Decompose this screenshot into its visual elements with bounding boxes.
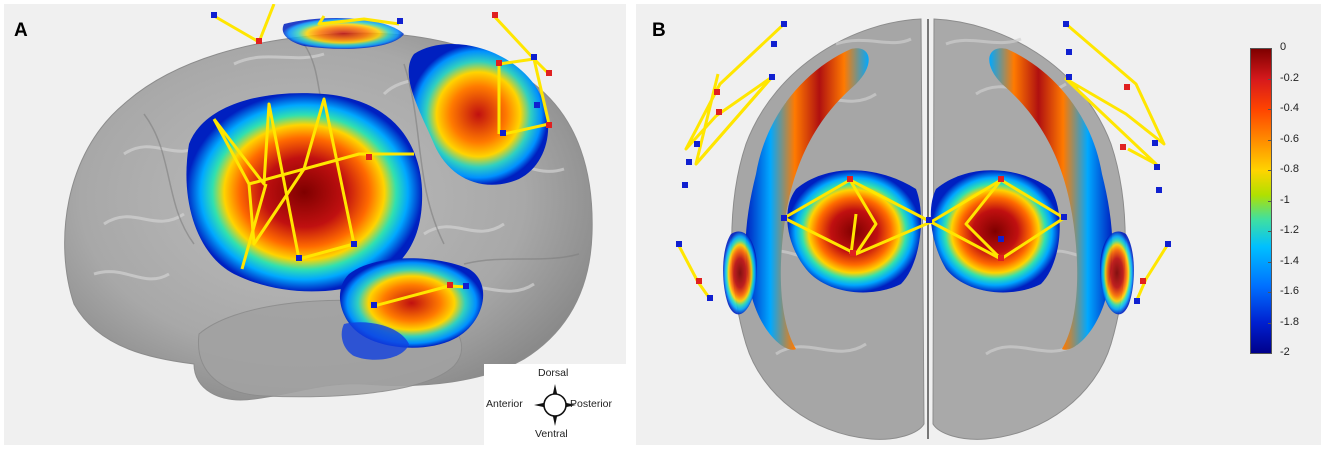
colorbar-tick-mark (1268, 200, 1272, 202)
activation-region-parietal (408, 44, 549, 185)
connectivity-nodes-a (211, 12, 552, 308)
activation-region-lower-left (723, 231, 757, 315)
activation-region-central (186, 93, 423, 292)
posterior-brain-figure (676, 18, 1171, 440)
colorbar-tick-mark (1268, 139, 1272, 141)
connectivity-nodes-b (676, 21, 1171, 304)
colorbar-tick-label: 0 (1280, 41, 1287, 53)
colorbar-tick-mark (1268, 231, 1272, 232)
colorbar-tick-mark (1268, 48, 1272, 49)
activation-region-superior (282, 18, 404, 49)
compass-icon (534, 384, 576, 426)
colorbar-tick-mark (1268, 78, 1272, 80)
colorbar-tick-mark (1268, 353, 1272, 354)
colorbar-tick-mark (1268, 261, 1272, 263)
orientation-dorsal: Dorsal (538, 367, 569, 379)
colorbar-tick-label: -0.2 (1280, 71, 1299, 84)
lateral-brain-figure (64, 4, 593, 401)
colorbar-tick-mark (1268, 292, 1272, 293)
panel-b-posterior-view: B 0 -0.2 -0.4 -0.6 -0.8 -1 -1.2 -1.4 -1.6 -1.8 -2 (636, 4, 1321, 445)
colorbar-tick-mark (1268, 322, 1272, 324)
colorbar-tick-label: -2 (1280, 346, 1290, 358)
colorbar-tick-label: -0.8 (1280, 163, 1299, 175)
colorbar-tick-mark (1268, 170, 1272, 171)
colorbar-tick-mark (1268, 109, 1272, 110)
orientation-legend: Dorsal Anterior Posterior Ventral (484, 364, 626, 446)
orientation-posterior: Posterior (570, 398, 613, 410)
sulci-lines (143, 43, 580, 265)
panel-label-b: B (652, 20, 666, 41)
panel-label-a: A (14, 20, 28, 41)
colorbar-tick-label: -1.2 (1280, 224, 1299, 236)
colorbar-tick-label: -0.6 (1280, 132, 1299, 145)
colorbar-tick-label: -1 (1280, 193, 1290, 206)
colorbar-tick-label: -1.4 (1280, 254, 1299, 267)
activation-region-lower (341, 322, 409, 360)
orientation-ventral: Ventral (535, 428, 568, 440)
colorbar-tick-label: -1.8 (1280, 315, 1299, 328)
activation-strip-left (745, 48, 869, 350)
activation-strip-right (989, 48, 1113, 350)
panel-a-lateral-view: A (4, 4, 626, 445)
orientation-anterior: Anterior (486, 398, 523, 410)
colorbar-tick-label: -1.6 (1280, 285, 1299, 297)
colorbar-tick-label: -0.4 (1280, 102, 1299, 114)
activation-region-lower-right (1100, 231, 1134, 315)
activation-region-right-central (930, 170, 1060, 293)
